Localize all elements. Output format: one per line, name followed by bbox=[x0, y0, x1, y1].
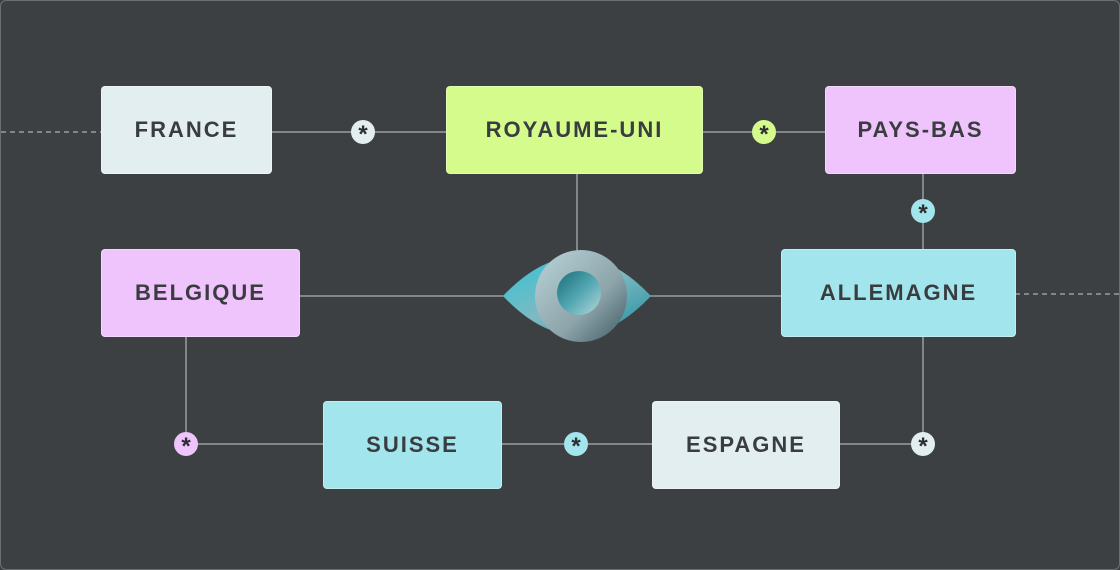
node-espagne[interactable]: ESPAGNE bbox=[652, 401, 840, 489]
node-label: BELGIQUE bbox=[135, 280, 266, 305]
node-label: ESPAGNE bbox=[686, 432, 806, 457]
node-suisse[interactable]: SUISSE bbox=[323, 401, 502, 489]
asterisk-icon: * bbox=[911, 432, 935, 459]
node-royaume-uni[interactable]: ROYAUME-UNI bbox=[446, 86, 703, 174]
asterisk-icon: * bbox=[752, 120, 776, 147]
node-label: PAYS-BAS bbox=[857, 117, 984, 142]
node-france[interactable]: FRANCE bbox=[101, 86, 272, 174]
node-label: FRANCE bbox=[134, 117, 239, 142]
asterisk-icon: * bbox=[911, 199, 935, 226]
eye-icon bbox=[503, 250, 651, 342]
asterisk-icon: * bbox=[174, 432, 198, 459]
node-allemagne[interactable]: ALLEMAGNE bbox=[781, 249, 1016, 337]
node-belgique[interactable]: BELGIQUE bbox=[101, 249, 300, 337]
node-label: SUISSE bbox=[366, 432, 459, 457]
asterisk-icon: * bbox=[351, 120, 375, 147]
node-label: ROYAUME-UNI bbox=[485, 117, 664, 142]
node-pays-bas[interactable]: PAYS-BAS bbox=[825, 86, 1016, 174]
node-label: ALLEMAGNE bbox=[819, 280, 978, 305]
asterisk-icon: * bbox=[564, 432, 588, 459]
